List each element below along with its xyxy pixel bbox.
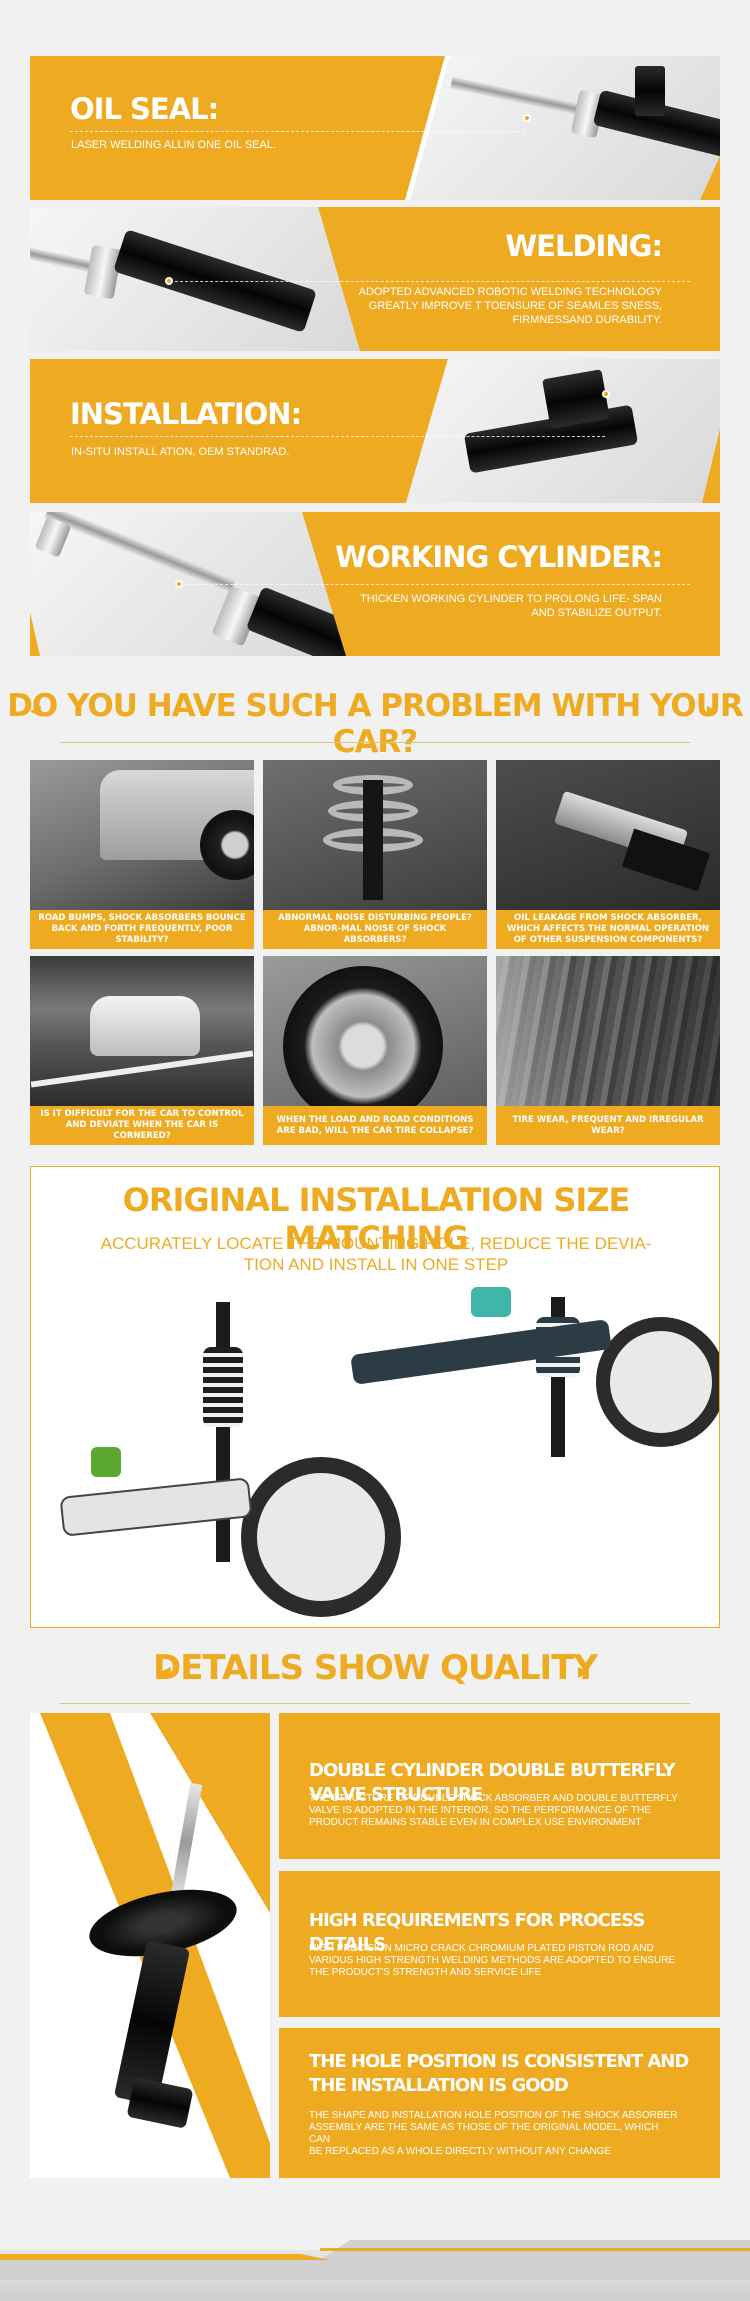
feature-description: LASER WELDING ALLIN ONE OIL SEAL. (71, 139, 276, 151)
problem-card: ROAD BUMPS, SHOCK ABSORBERS BOUNCE BACK … (30, 760, 254, 949)
problem-caption: IS IT DIFFICULT FOR THE CAR TO CONTROL A… (30, 1106, 254, 1145)
problem-photo (496, 956, 720, 1106)
problem-photo (30, 760, 254, 910)
problem-card: WHEN THE LOAD AND ROAD CONDITIONS ARE BA… (263, 956, 487, 1145)
oil-seal-photo (410, 56, 720, 200)
feature-description: ADOPTED ADVANCED ROBOTIC WELDING TECHNOL… (358, 286, 662, 326)
triangle-right-icon: ▶ (578, 1663, 589, 1679)
feature-description: IN-SITU INSTALL ATION, OEM STANDRAD. (71, 446, 290, 458)
feature-title: INSTALLATION: (70, 397, 302, 431)
detail-card: DOUBLE CYLINDER DOUBLE BUTTERFLY VALVE S… (279, 1713, 720, 1859)
problem-caption: ABNORMAL NOISE DISTURBING PEOPLE? ABNOR-… (263, 910, 487, 949)
feature-description: THICKEN WORKING CYLINDER TO PROLONG LIFE… (360, 593, 662, 619)
problem-section-title: DO YOU HAVE SUCH A PROBLEM WITH YOUR CAR… (7, 688, 744, 760)
installation-title: ORIGINAL INSTALLATION SIZE MATCHING (122, 1181, 631, 1257)
detail-title: DOUBLE CYLINDER DOUBLE BUTTERFLY VALVE S… (309, 1760, 676, 1805)
detail-card: HIGH REQUIREMENTS FOR PROCESS DETAILS HI… (279, 1871, 720, 2017)
problem-caption: WHEN THE LOAD AND ROAD CONDITIONS ARE BA… (263, 1106, 487, 1145)
problem-photo (496, 760, 720, 910)
detail-description: HIGH PRECISION MICRO CRACK CHROMIUM PLAT… (309, 1943, 676, 1978)
problem-photo (263, 760, 487, 910)
problem-caption: ROAD BUMPS, SHOCK ABSORBERS BOUNCE BACK … (30, 910, 254, 949)
detail-title: THE HOLE POSITION IS CONSISTENT AND THE … (309, 2051, 689, 2096)
suspension-illustration (31, 1277, 719, 1627)
problem-card: IS IT DIFFICULT FOR THE CAR TO CONTROL A… (30, 956, 254, 1145)
feature-oil-seal: OIL SEAL: LASER WELDING ALLIN ONE OIL SE… (30, 56, 720, 200)
triangle-right-icon: ▶ (707, 702, 718, 718)
detail-description: THE STRUCTURE OF DOUBLE SHOCK ABSORBER A… (309, 1793, 678, 1828)
installation-subtitle: ACCURATELY LOCATE THE MOUNTING HOLE, RED… (100, 1234, 652, 1274)
welding-photo (30, 207, 360, 351)
footer-decoration (0, 2240, 750, 2301)
details-section-title: DETAILS SHOW QUALITY (152, 1648, 598, 1688)
detail-title: HIGH REQUIREMENTS FOR PROCESS DETAILS (309, 1910, 645, 1955)
installation-section: ORIGINAL INSTALLATION SIZE MATCHING ACCU… (30, 1166, 720, 1628)
triangle-left-icon: ◀ (30, 702, 41, 718)
problem-card: OIL LEAKAGE FROM SHOCK ABSORBER, WHICH A… (496, 760, 720, 949)
installation-photo (406, 359, 720, 503)
triangle-left-icon: ◀ (160, 1663, 171, 1679)
problem-photo (263, 956, 487, 1106)
divider (60, 742, 690, 743)
problem-caption: TIRE WEAR, FREQUENT AND IRREGULAR WEAR? (496, 1106, 720, 1145)
feature-title: OIL SEAL: (70, 92, 219, 126)
shock-absorber-photo (30, 1713, 270, 2178)
feature-working-cylinder: WORKING CYLINDER: THICKEN WORKING CYLIND… (30, 512, 720, 656)
problem-card: ABNORMAL NOISE DISTURBING PEOPLE? ABNOR-… (263, 760, 487, 949)
feature-installation: INSTALLATION: IN-SITU INSTALL ATION, OEM… (30, 359, 720, 503)
detail-description: THE SHAPE AND INSTALLATION HOLE POSITION… (309, 2110, 678, 2157)
problem-photo (30, 956, 254, 1106)
feature-welding: WELDING: ADOPTED ADVANCED ROBOTIC WELDIN… (30, 207, 720, 351)
problem-caption: OIL LEAKAGE FROM SHOCK ABSORBER, WHICH A… (496, 910, 720, 949)
divider (60, 1703, 690, 1704)
feature-title: WORKING CYLINDER: (334, 540, 663, 574)
detail-card: THE HOLE POSITION IS CONSISTENT AND THE … (279, 2028, 720, 2178)
feature-title: WELDING: (505, 229, 663, 263)
problem-card: TIRE WEAR, FREQUENT AND IRREGULAR WEAR? (496, 956, 720, 1145)
